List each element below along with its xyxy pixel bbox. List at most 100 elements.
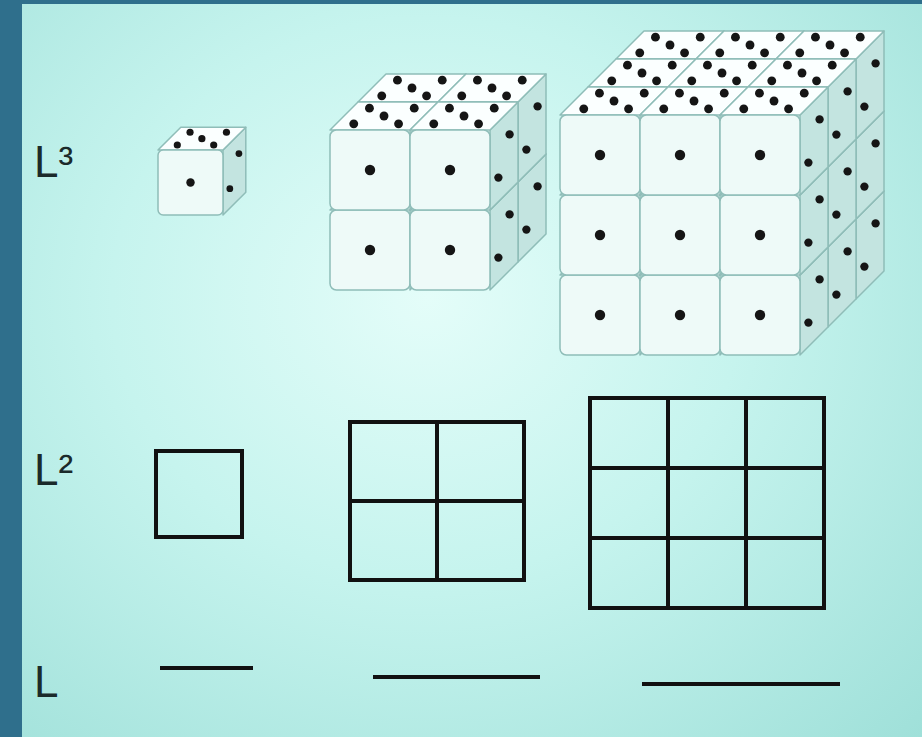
pip xyxy=(210,141,217,148)
pip xyxy=(748,61,757,70)
pip xyxy=(623,61,632,70)
pip xyxy=(800,89,809,98)
die-top xyxy=(720,87,828,115)
pip xyxy=(377,91,386,100)
length-2 xyxy=(373,675,540,679)
square-2 xyxy=(350,422,524,580)
pip xyxy=(365,165,375,175)
die-front xyxy=(720,115,800,195)
die-front xyxy=(640,115,720,195)
pip xyxy=(408,84,417,93)
pip xyxy=(812,76,821,85)
pip xyxy=(832,210,840,218)
pip xyxy=(755,230,765,240)
grid-line xyxy=(744,398,748,608)
pip xyxy=(186,129,193,136)
die-front xyxy=(410,130,490,210)
pip xyxy=(804,158,812,166)
pip xyxy=(410,104,419,113)
pip xyxy=(607,76,616,85)
pip xyxy=(804,238,812,246)
pip xyxy=(760,48,769,57)
pip xyxy=(445,245,455,255)
pip xyxy=(236,150,243,157)
grid-line xyxy=(350,499,524,503)
pip xyxy=(365,104,374,113)
pip xyxy=(755,89,764,98)
pip xyxy=(720,89,729,98)
pip xyxy=(460,112,469,121)
pip xyxy=(638,69,647,78)
die-front xyxy=(560,195,640,275)
pip xyxy=(522,145,530,153)
pip xyxy=(635,48,644,57)
grid-line xyxy=(590,466,824,470)
pip xyxy=(767,76,776,85)
pip xyxy=(828,61,837,70)
pip xyxy=(223,129,230,136)
die-top xyxy=(410,102,518,130)
pip xyxy=(226,185,233,192)
pip xyxy=(871,59,879,67)
pip xyxy=(349,119,358,128)
die-top xyxy=(776,31,884,59)
square-3 xyxy=(590,398,824,608)
pip xyxy=(860,262,868,270)
pip xyxy=(843,247,851,255)
die-front xyxy=(158,150,223,215)
pip xyxy=(675,150,685,160)
die-top xyxy=(748,59,856,87)
pip xyxy=(770,97,779,106)
pip xyxy=(624,104,633,113)
pip xyxy=(795,48,804,57)
pip xyxy=(680,48,689,57)
pip xyxy=(494,253,502,261)
pip xyxy=(815,195,823,203)
pip xyxy=(675,230,685,240)
pip xyxy=(473,76,482,85)
pip xyxy=(365,245,375,255)
pip xyxy=(755,310,765,320)
pip xyxy=(518,76,527,85)
pip xyxy=(422,91,431,100)
pip xyxy=(488,84,497,93)
pip xyxy=(198,135,205,142)
dice-group xyxy=(158,31,884,355)
pip xyxy=(445,165,455,175)
pip xyxy=(505,210,513,218)
pip xyxy=(429,119,438,128)
pip xyxy=(731,33,740,42)
pip xyxy=(703,61,712,70)
pip xyxy=(186,178,194,186)
pip xyxy=(832,130,840,138)
pip xyxy=(490,104,499,113)
pip xyxy=(871,139,879,147)
die-front xyxy=(720,275,800,355)
die-front xyxy=(640,275,720,355)
length-1 xyxy=(160,666,253,670)
length-3 xyxy=(642,682,840,686)
pip xyxy=(505,130,513,138)
pip xyxy=(776,33,785,42)
pip xyxy=(494,173,502,181)
pip xyxy=(856,33,865,42)
pip xyxy=(393,76,402,85)
die-front xyxy=(410,210,490,290)
pip xyxy=(843,167,851,175)
pip xyxy=(755,150,765,160)
squares xyxy=(156,398,824,608)
pip xyxy=(871,219,879,227)
grid-line xyxy=(666,398,670,608)
dimension-label: L xyxy=(34,660,58,704)
pip xyxy=(798,69,807,78)
pip xyxy=(595,310,605,320)
die-front xyxy=(330,130,410,210)
pip xyxy=(840,48,849,57)
pip xyxy=(438,76,447,85)
pip xyxy=(696,33,705,42)
grid-line xyxy=(590,536,824,540)
pip xyxy=(595,230,605,240)
pip xyxy=(675,310,685,320)
pip xyxy=(174,141,181,148)
pip xyxy=(595,89,604,98)
